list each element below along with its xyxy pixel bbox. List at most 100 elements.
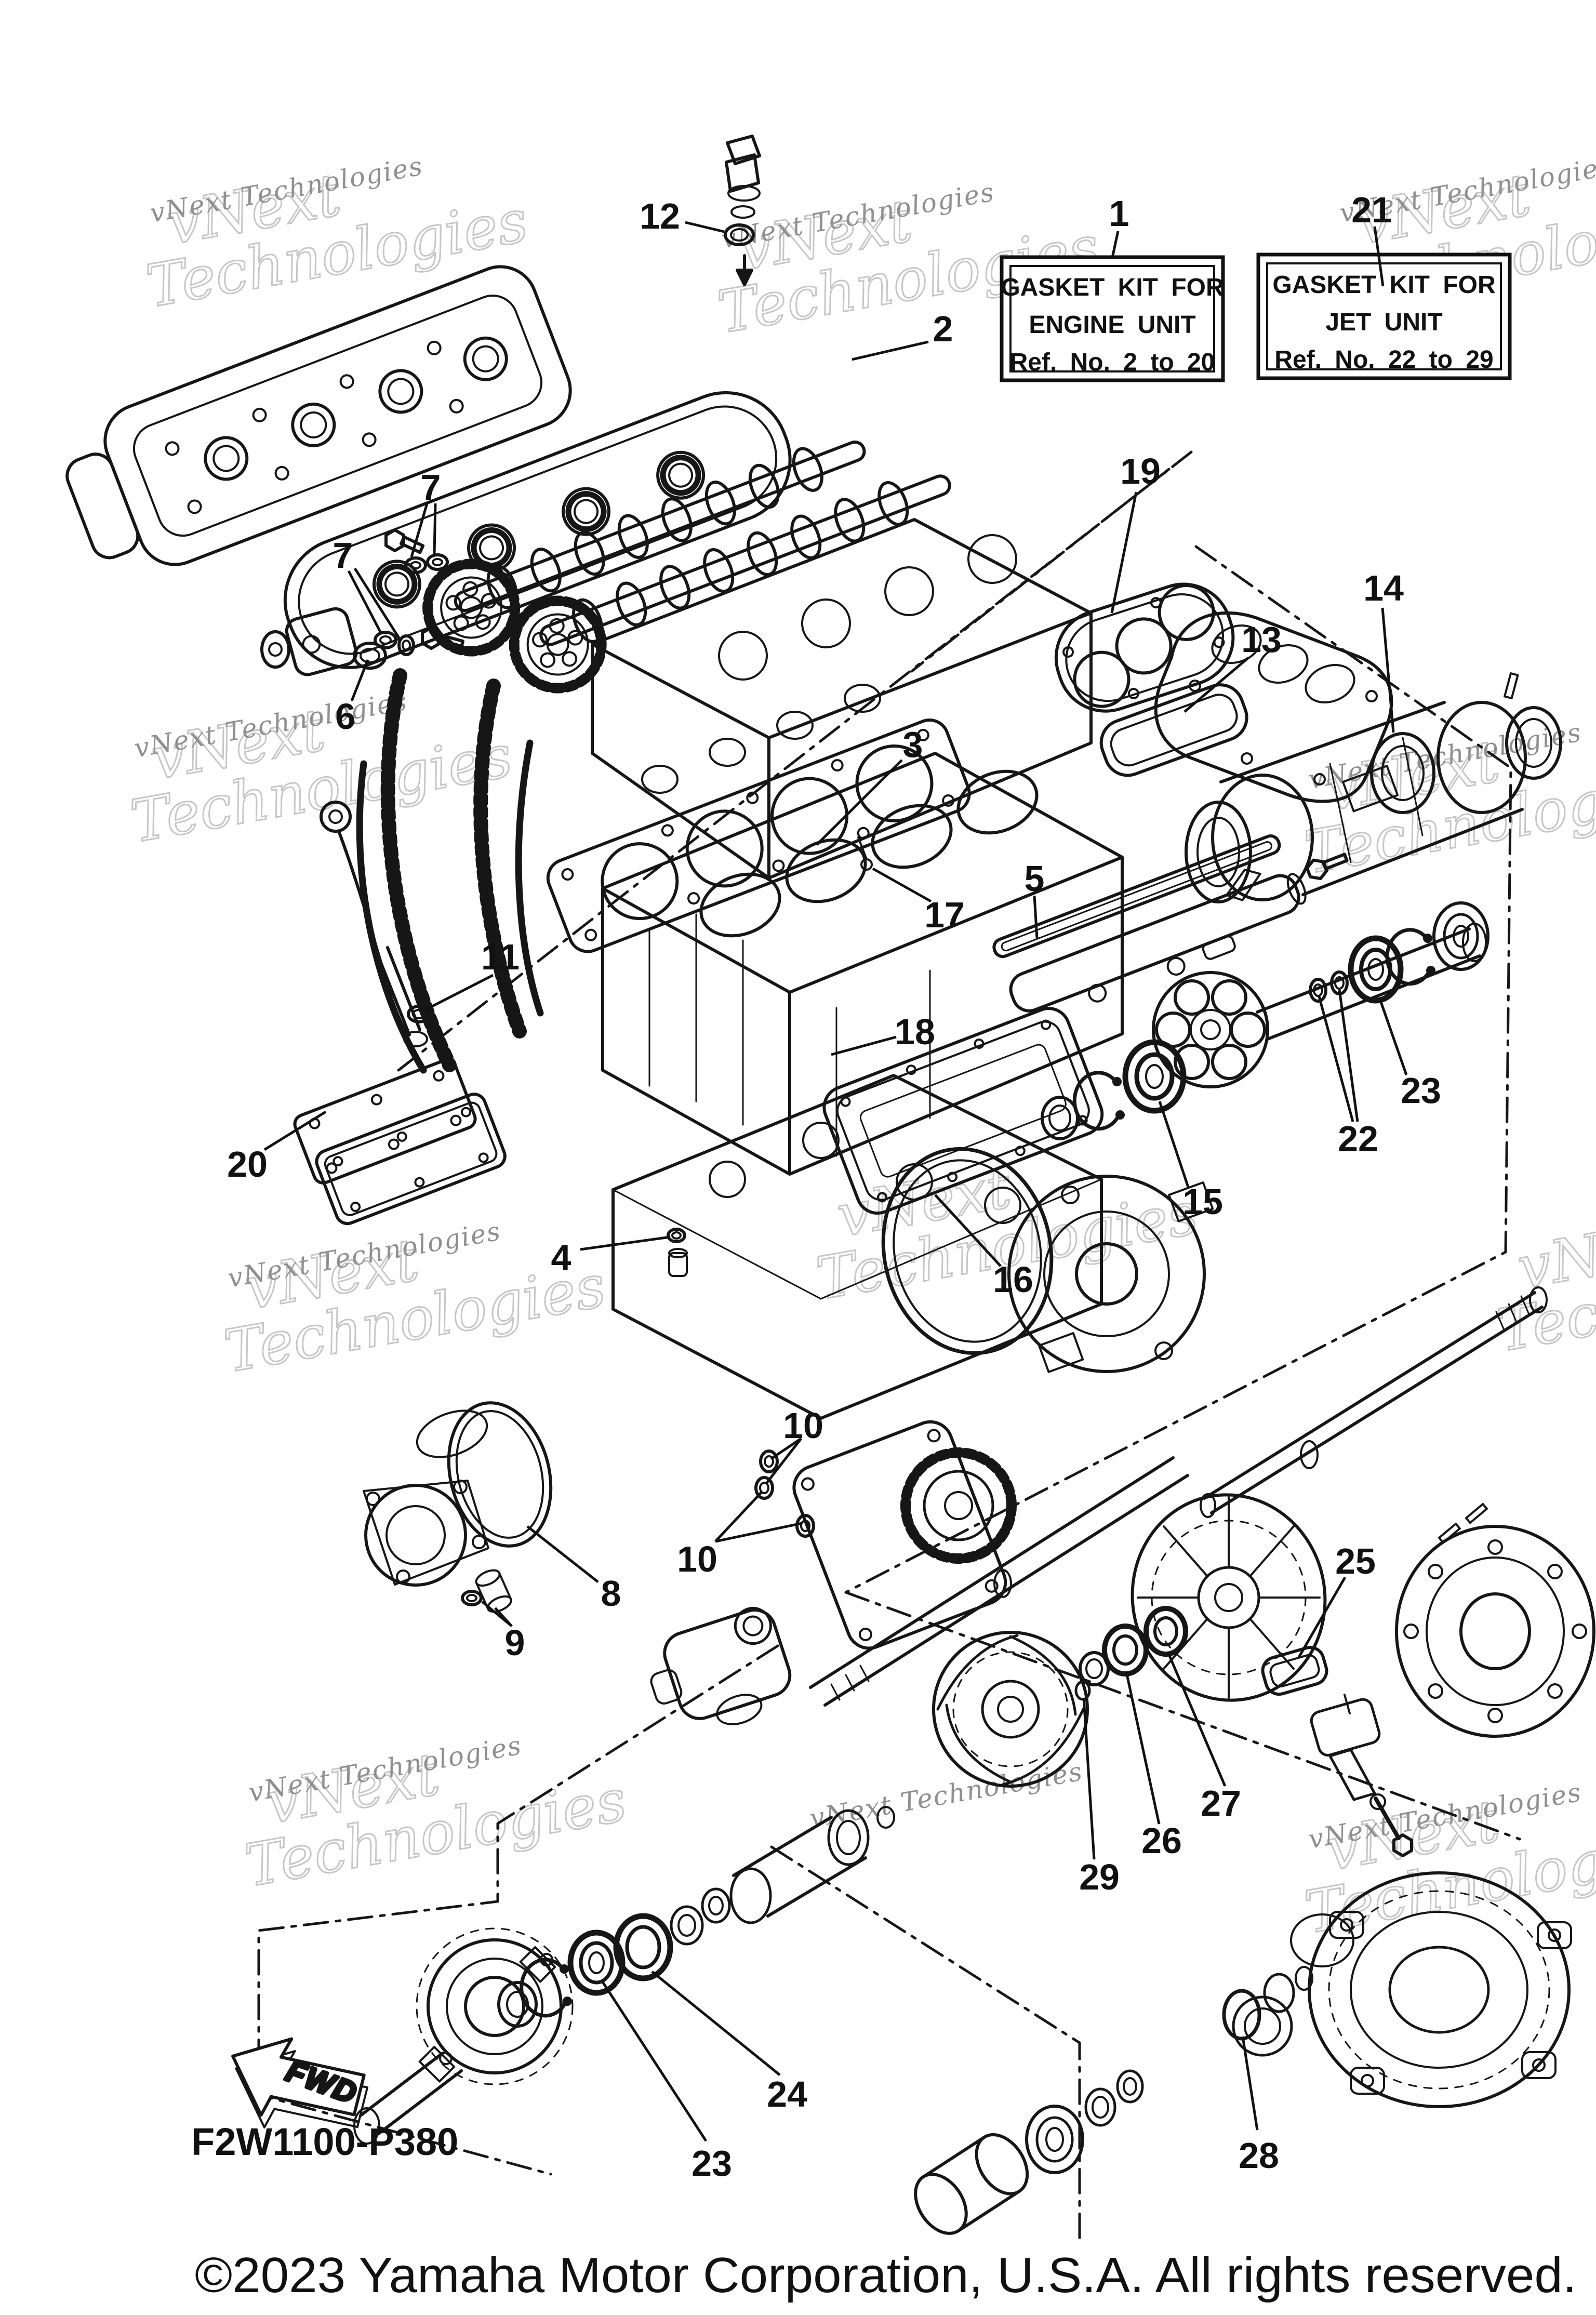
- callout-11: 11: [424, 937, 520, 1012]
- leader-line: [1338, 989, 1359, 1122]
- spark-plug-cap: [724, 135, 761, 286]
- callout-number: 14: [1363, 568, 1404, 608]
- leader-line: [872, 867, 932, 903]
- callout-number: 11: [481, 937, 520, 977]
- leader-line: [1297, 1576, 1347, 1658]
- callout-number: 28: [1239, 2135, 1279, 2176]
- callout-number: 3: [903, 724, 923, 765]
- leader-line: [685, 221, 725, 233]
- callout-27: 27: [1166, 1652, 1241, 1824]
- callout-number: 1: [1109, 193, 1129, 234]
- manifold-gasket: [1054, 582, 1235, 713]
- kit-box-border: [1256, 252, 1512, 380]
- callout-5: 5: [1025, 858, 1045, 939]
- head-gasket: [546, 718, 971, 953]
- callout-number: 20: [227, 1144, 268, 1185]
- kit-box-text: ENGINE UNIT: [1029, 311, 1195, 339]
- watermark-small: vNext Technologies: [807, 1756, 1085, 1834]
- exhaust-manifold: [1154, 611, 1393, 803]
- panel-boundary: [257, 1644, 779, 2176]
- leader-line: [1158, 1101, 1190, 1189]
- copyright-line: ©2023 Yamaha Motor Corporation, U.S.A. A…: [195, 2247, 1577, 2303]
- leader-line: [350, 659, 369, 701]
- callout-13: 13: [1183, 619, 1282, 713]
- callout-28: 28: [1239, 2036, 1279, 2176]
- nozzle-plate-gasket: [1261, 1646, 1413, 1857]
- engine-line-art: FWD: [65, 135, 1595, 2246]
- cylinder-head: [591, 518, 1093, 880]
- leader-line: [347, 570, 383, 635]
- transom-housing: [353, 1806, 895, 2145]
- impeller-shaft: [809, 1456, 1189, 1707]
- leader-line: [410, 503, 429, 557]
- valve-cover: [65, 265, 572, 566]
- exhaust-pipe-assembly: [1099, 672, 1562, 903]
- leader-line: [1033, 895, 1039, 939]
- callout-10: 10: [766, 1405, 823, 1484]
- callout-3: 3: [816, 724, 923, 846]
- callout-number: 9: [505, 1622, 525, 1663]
- leader-line: [601, 1981, 708, 2142]
- dowel-oring: [667, 1228, 688, 1277]
- leader-line: [934, 1194, 1002, 1267]
- leader-line: [715, 1522, 803, 1543]
- outlet-housing: [650, 1607, 792, 1725]
- leader-line: [1378, 997, 1408, 1075]
- kit-box-text: JET UNIT: [1325, 309, 1442, 336]
- leader-line: [651, 1971, 781, 2076]
- leader-line: [852, 340, 929, 361]
- panel-boundary: [844, 545, 1512, 1594]
- callout-7: 7: [333, 535, 401, 639]
- leader-line: [831, 1035, 897, 1056]
- callout-number: 23: [691, 2143, 732, 2184]
- callout-number: 7: [421, 467, 441, 508]
- callout-number: 5: [1025, 858, 1045, 899]
- callout-number: 2: [933, 309, 953, 349]
- watermark: vNext Technologies: [807, 1756, 1085, 1834]
- leader-line: [816, 759, 903, 846]
- callout-12: 12: [640, 196, 725, 236]
- callout-25: 25: [1297, 1541, 1376, 1658]
- callout-number: 7: [333, 535, 353, 576]
- callout-number: 8: [601, 1573, 621, 1614]
- callout-20: 20: [227, 1110, 327, 1185]
- leader-line: [526, 1525, 599, 1583]
- kit-box-text: Ref. No. 2 to 20: [1010, 349, 1215, 376]
- camshafts: [422, 440, 951, 694]
- callout-number: 4: [551, 1238, 571, 1278]
- callout-23: 23: [601, 1981, 732, 2184]
- callout-number: 18: [895, 1012, 935, 1052]
- callout-number: 23: [1401, 1070, 1441, 1111]
- dipstick: [320, 801, 431, 1047]
- jet-driveshaft: [1200, 1286, 1548, 1518]
- callout-17: 17: [872, 867, 965, 935]
- leader-line: [1373, 226, 1385, 287]
- leader-line: [770, 1437, 802, 1460]
- callout-2: 2: [852, 309, 953, 361]
- chain-tensioner: [260, 607, 387, 676]
- callout-number: 25: [1335, 1541, 1376, 1581]
- callout-23: 23: [1378, 997, 1441, 1111]
- callout-19: 19: [1110, 451, 1161, 614]
- jet-seal-cluster: [1074, 1606, 1188, 1701]
- kit-box-inner-border: [1266, 262, 1502, 370]
- leader-line: [1241, 2036, 1259, 2131]
- callout-26: 26: [1125, 1671, 1182, 1861]
- leader-line: [1183, 657, 1249, 713]
- driveshaft-bearing-row: [914, 1966, 1313, 2235]
- callout-1: 1: [1109, 193, 1129, 258]
- leader-line: [494, 1607, 513, 1627]
- part-code: F2W1100-P380: [191, 2120, 458, 2163]
- impeller: [932, 1631, 1089, 1788]
- leader-line: [433, 503, 437, 554]
- callout-10: 10: [677, 1491, 803, 1579]
- callout-number: 12: [640, 196, 680, 236]
